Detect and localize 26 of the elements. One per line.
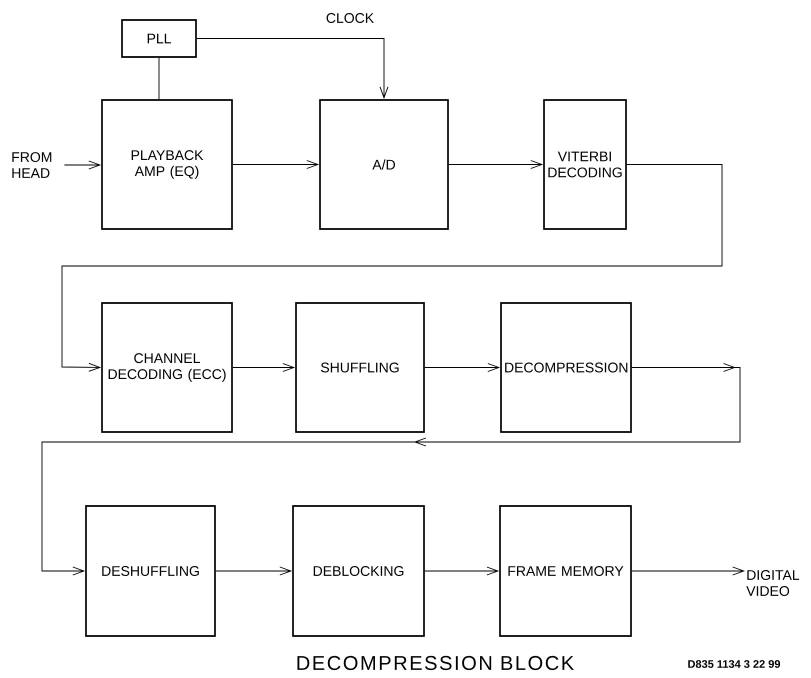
arrow <box>62 164 722 372</box>
signal-label: FROM HEAD <box>12 152 52 178</box>
block-box: CHANNEL DECODING (ECC) <box>101 302 233 433</box>
block-box: PLL <box>121 19 197 58</box>
arrow <box>448 160 544 169</box>
arrow <box>42 363 740 576</box>
block-box: SHUFFLING <box>295 302 425 433</box>
arrow <box>64 160 102 170</box>
block-box: DEBLOCKING <box>292 505 425 637</box>
arrow <box>631 566 745 576</box>
edge-label: CLOCK <box>324 12 376 24</box>
arrow <box>232 363 296 372</box>
block-box: VITERBI DECODING <box>543 99 627 230</box>
signal-label: DIGITAL VIDEO <box>746 570 800 596</box>
caption: DECOMPRESSION BLOCK <box>297 656 574 670</box>
arrow <box>196 38 388 100</box>
block-box: DECOMPRESSION <box>500 302 632 433</box>
arrow <box>232 160 320 169</box>
block-box: PLAYBACK AMP (EQ) <box>101 99 233 230</box>
arrow <box>424 363 500 372</box>
block-box: A/D <box>319 99 449 230</box>
block-box: DESHUFFLING <box>85 505 216 637</box>
block-box: FRAME MEMORY <box>499 505 632 637</box>
arrow <box>424 566 500 576</box>
arrow <box>215 566 292 576</box>
drawing-number: D835 1134 3 22 99 <box>688 660 780 668</box>
